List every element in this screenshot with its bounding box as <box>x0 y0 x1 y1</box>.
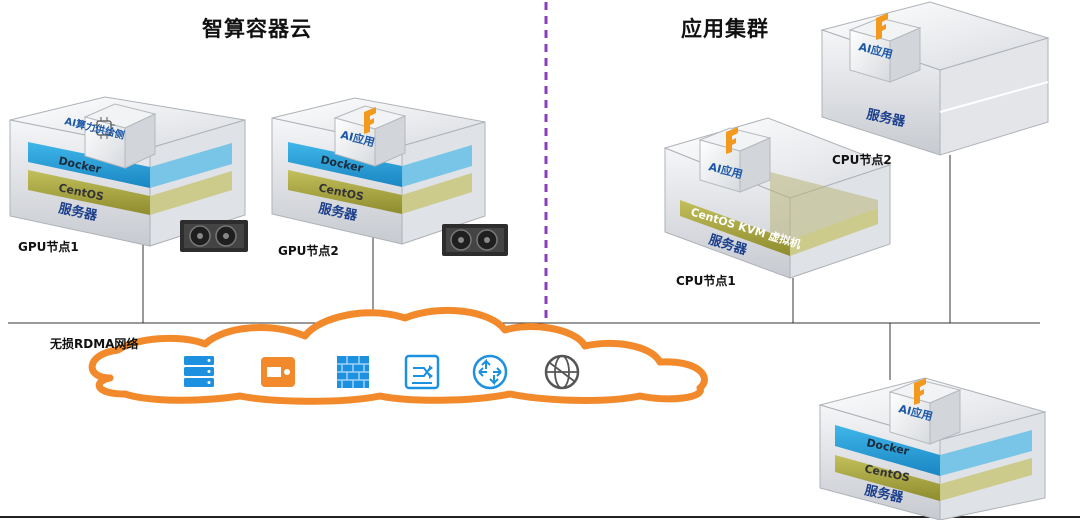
tensorflow-logo-icon <box>364 107 376 134</box>
cpu-node-1-label: CPU节点1 <box>676 274 736 288</box>
cpu-node-3: AI应用 Docker CentOS 服务器 <box>818 377 1047 520</box>
server-rack-icon <box>184 356 214 387</box>
switch-icon <box>404 354 440 390</box>
cpu2-app-cube <box>848 13 922 83</box>
gpu2-app-cube <box>333 105 407 167</box>
cpu-node-2: AI应用 服务器 <box>820 1 1050 156</box>
internet-globe-icon <box>544 354 580 390</box>
firewall-icon <box>337 356 369 388</box>
gpu1-app-cube <box>83 103 157 169</box>
gpu-card-icon <box>442 224 508 256</box>
gpu-card-icon <box>180 220 248 252</box>
cpu1-app-cube <box>698 127 772 193</box>
tensorflow-logo-icon <box>914 378 926 405</box>
cpu-node-1: AI应用 CentOS KVM 虚拟机 服务器 <box>663 117 892 279</box>
tensorflow-logo-icon <box>876 13 888 40</box>
storage-drive-icon <box>261 357 295 387</box>
cpu-node-2-label: CPU节点2 <box>832 153 892 167</box>
right-domain-title: 应用集群 <box>681 17 769 41</box>
router-icon <box>472 354 508 390</box>
rdma-network-label: 无损RDMA网络 <box>50 337 139 351</box>
rdma-network-cloud <box>88 306 708 405</box>
ai-chip-icon <box>93 117 115 139</box>
tensorflow-logo-icon <box>726 127 738 154</box>
left-domain-title: 智算容器云 <box>202 17 312 41</box>
gpu-node-1: AI算力供给侧 Docker CentOS 服务器 <box>9 96 246 247</box>
cpu3-app-cube <box>888 378 962 445</box>
gpu-node-1-label: GPU节点1 <box>18 240 79 254</box>
gpu-node-2: AI应用 Docker CentOS 服务器 <box>271 97 486 245</box>
gpu-node-2-label: GPU节点2 <box>278 244 339 258</box>
